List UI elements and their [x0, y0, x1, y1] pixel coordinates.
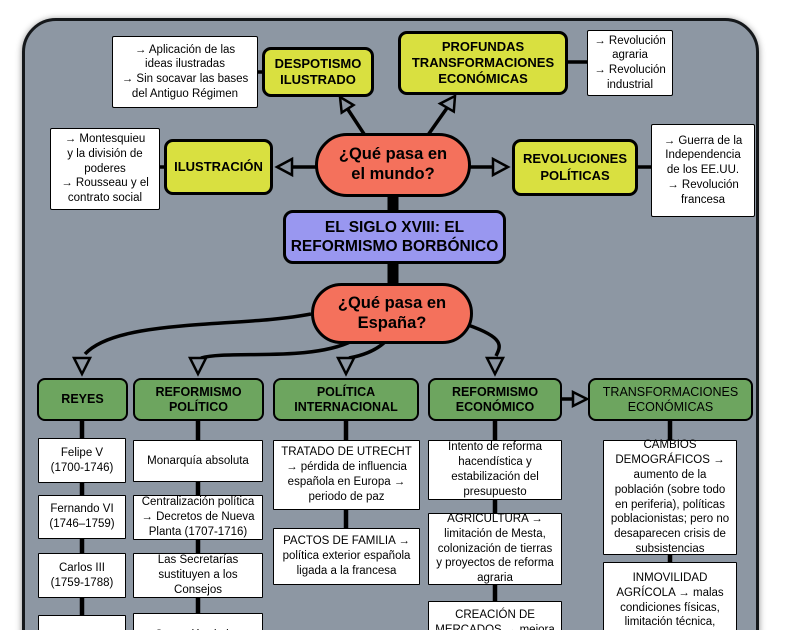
cell-centralizacion-politica: Centralización política → Decretos de Nu… [133, 495, 263, 540]
arrowhead-transformaciones [571, 389, 590, 409]
arrowhead-refeconomico [484, 356, 506, 377]
arrow-espana-refpolitico-line [200, 339, 353, 360]
concept-revoluciones-politicas: REVOLUCIONES POLÍTICAS [512, 139, 638, 196]
cell-carlos-iii: Carlos III (1759-1788) [38, 553, 126, 598]
cell-felipe-v: Felipe V (1700-1746) [38, 438, 126, 483]
arrowhead-refpolitico [187, 356, 209, 377]
arrowhead-despotismo [338, 94, 356, 115]
concept-despotismo-ilustrado: DESPOTISMO ILUSTRADO [262, 47, 374, 97]
concept-profundas-transformaciones: PROFUNDAS TRANSFORMACIONES ECONÓMICAS [398, 31, 568, 95]
arrow-mundo-profundas-line [426, 106, 449, 137]
note-despotismo-ilustrado: → Aplicación de las ideas ilustradas → S… [112, 36, 258, 108]
arrowhead-profundas [437, 93, 457, 114]
arrowhead-ilustracion [274, 156, 294, 178]
cell-agricultura: AGRICULTURA → limitación de Mesta, colon… [428, 513, 562, 585]
header-transformaciones-economicas: TRANSFORMACIONES ECONÓMICAS [588, 378, 753, 421]
cell-pactos-familia: PACTOS DE FAMILIA → política exterior es… [273, 528, 420, 585]
concept-ilustracion: ILUSTRACIÓN [164, 139, 273, 195]
header-reyes: REYES [37, 378, 128, 421]
arrowhead-politicaint [335, 356, 357, 377]
note-revoluciones-economicas: → Revolución agraria → Revolución indust… [587, 30, 673, 96]
cell-inmovilidad-agricola: INMOVILIDAD AGRÍCOLA → malas condiciones… [603, 562, 737, 630]
cell-carlos-iv: Carlos IV [38, 615, 126, 630]
cell-secretarias: Las Secretarías sustituyen a los Consejo… [133, 553, 263, 598]
arrow-espana-politicaint-line [348, 340, 387, 360]
header-reformismo-economico: REFORMISMO ECONÓMICO [428, 378, 562, 421]
cell-supresion: Supresión de los [133, 613, 263, 630]
arrowhead-revoluciones [491, 156, 511, 178]
cell-reforma-hacendistica: Intento de reforma hacendística y estabi… [428, 440, 562, 500]
arrow-espana-reyes-line [83, 312, 312, 356]
question-espana: ¿Qué pasa en España? [311, 283, 473, 344]
cell-monarquia-absoluta: Monarquía absoluta [133, 440, 263, 482]
map-title: EL SIGLO XVIII: EL REFORMISMO BORBÓNICO [283, 210, 506, 264]
question-mundo: ¿Qué pasa en el mundo? [315, 133, 471, 197]
cell-creacion-mercados: CREACIÓN DE MERCADOS → mejora [428, 601, 562, 630]
arrow-mundo-despotismo-line [345, 107, 368, 138]
note-ilustracion: → Montesquieu y la división de poderes →… [50, 128, 160, 210]
arrowhead-reyes [71, 356, 93, 377]
cell-tratado-utrecht: TRATADO DE UTRECHT → pérdida de influenc… [273, 440, 420, 510]
header-politica-internacional: POLÍTICA INTERNACIONAL [273, 378, 419, 421]
cell-cambios-demograficos: CAMBIOS DEMOGRÁFICOS → aumento de la pob… [603, 439, 737, 555]
arrow-espana-refeconomico-line [467, 323, 501, 357]
cell-fernando-vi: Fernando VI (1746–1759) [38, 495, 126, 539]
header-reformismo-politico: REFORMISMO POLÍTICO [133, 378, 264, 421]
note-guerras-revoluciones: → Guerra de la Independencia de los EE.U… [651, 124, 755, 217]
